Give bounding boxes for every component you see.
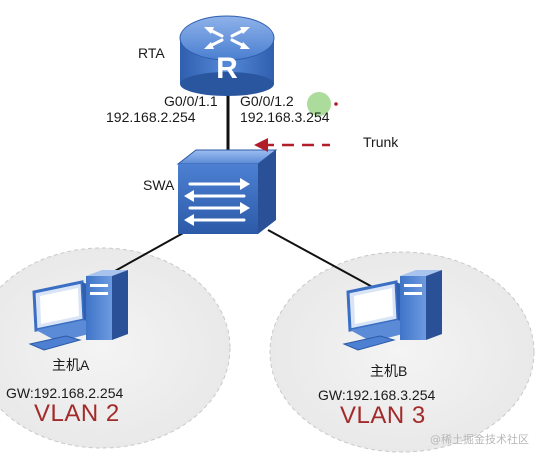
computer-icon	[28, 270, 128, 351]
trunk-label: Trunk	[363, 134, 399, 150]
link-switch-hostB	[267, 229, 379, 291]
vlan3-area	[269, 251, 535, 453]
cursor-highlight	[307, 92, 331, 116]
router-icon: R	[179, 15, 275, 96]
subinterface-1-name: G0/0/1.1	[164, 93, 218, 109]
subinterface-1-ip: 192.168.2.254	[106, 109, 196, 125]
computer-icon	[342, 270, 442, 351]
cursor-dot	[334, 102, 338, 106]
router-label: RTA	[138, 45, 165, 61]
trunk-arrow	[254, 138, 330, 152]
watermark: @稀土掘金技术社区	[430, 433, 529, 446]
host-a-gateway: GW:192.168.2.254	[6, 385, 124, 401]
switch-icon	[176, 149, 278, 234]
switch-label: SWA	[143, 177, 175, 193]
subinterface-2-name: G0/0/1.2	[240, 93, 294, 109]
svg-text:R: R	[216, 52, 238, 85]
subinterface-2-ip: 192.168.3.254	[240, 109, 330, 125]
host-a-name: 主机A	[52, 357, 90, 373]
host-b-gateway: GW:192.168.3.254	[318, 387, 436, 403]
host-b-vlan: VLAN 3	[340, 402, 426, 429]
host-b-name: 主机B	[370, 363, 408, 379]
host-a-vlan: VLAN 2	[34, 400, 120, 427]
